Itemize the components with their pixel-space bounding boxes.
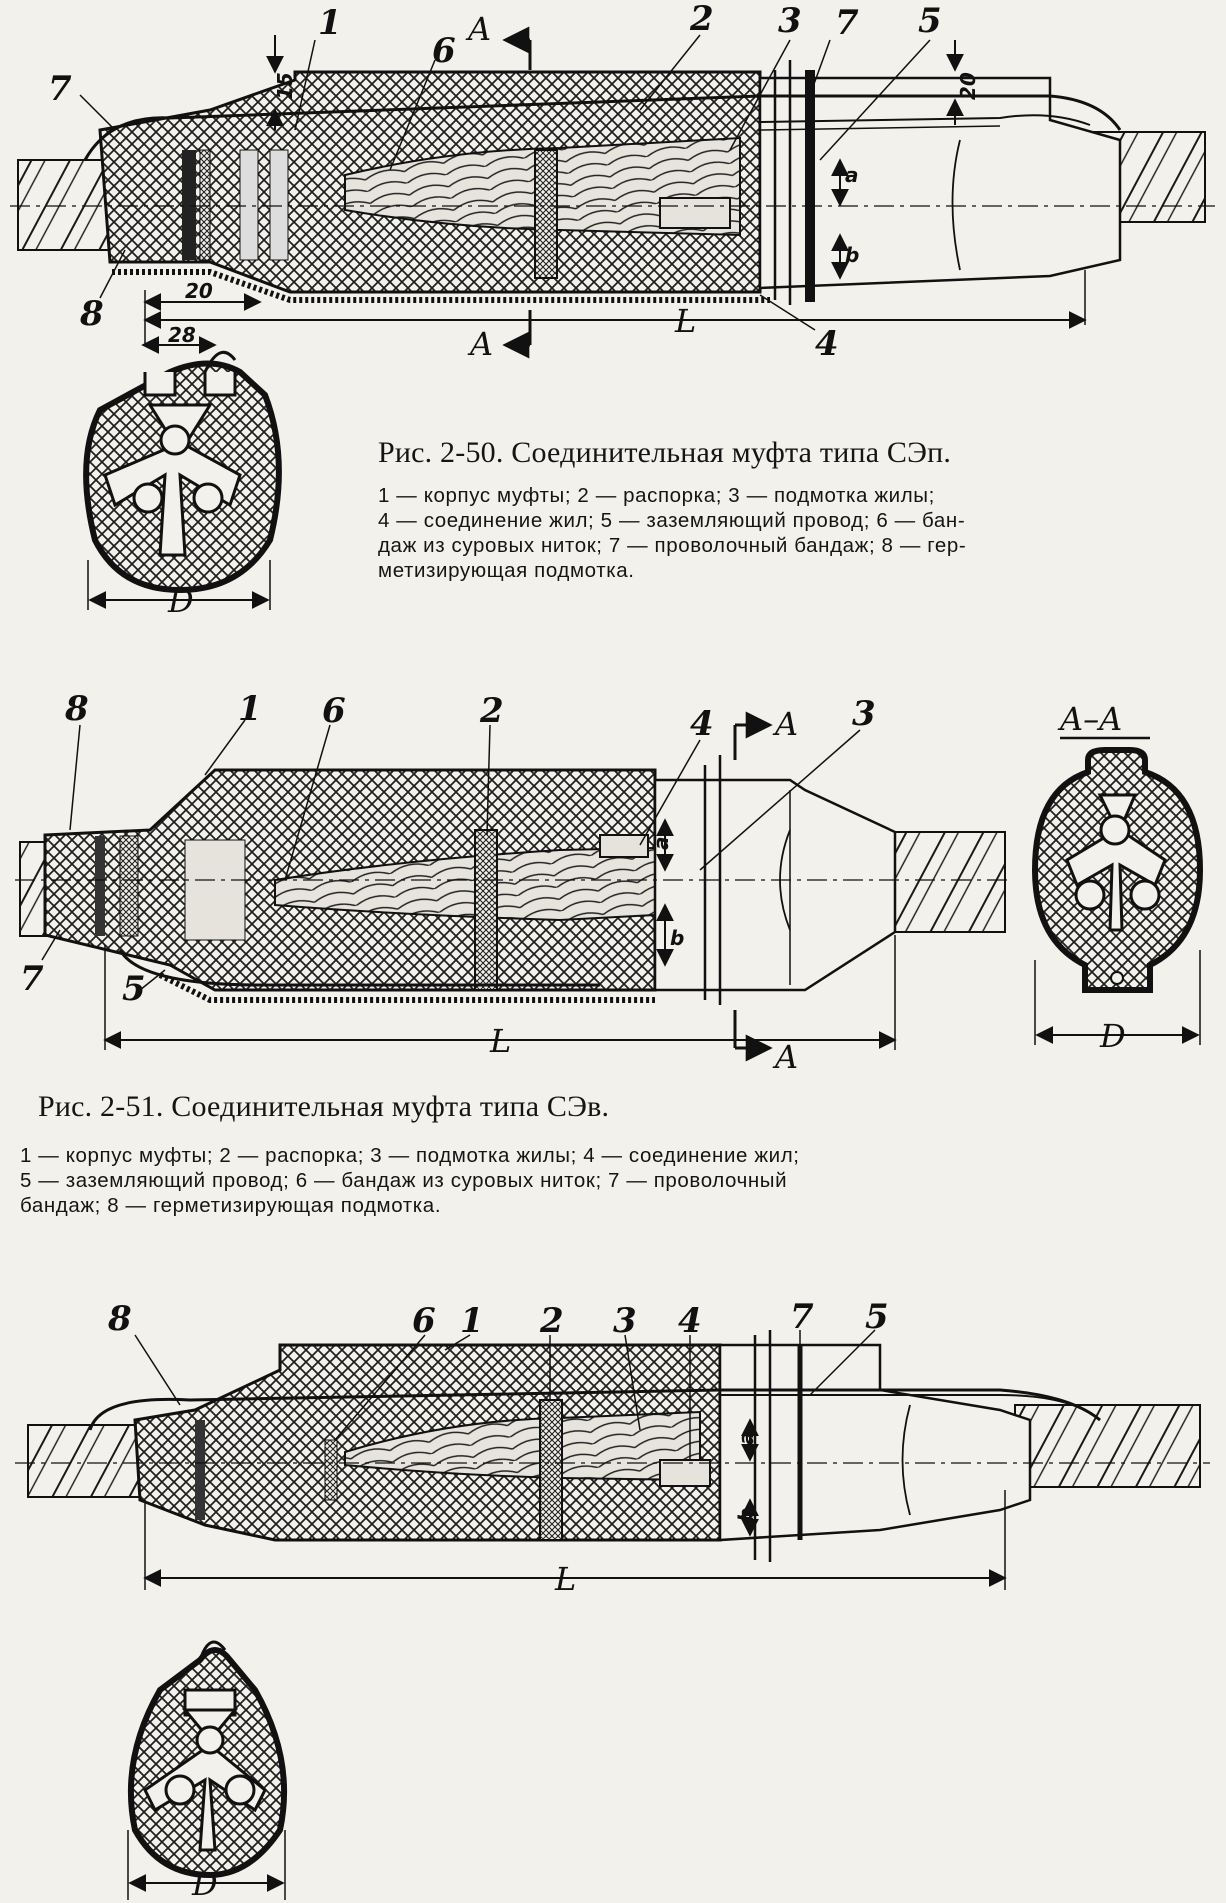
section-view-title: A–A [1057, 700, 1122, 738]
dim-L: L [489, 1022, 511, 1060]
dim-a: a [734, 1432, 758, 1446]
callout-2: 2 [539, 1301, 564, 1341]
fig-2-50-cross-section: D [83, 350, 282, 620]
dim-D: D [167, 582, 194, 620]
legend-line: 1 — корпус муфты; 2 — распорка; 3 — подм… [378, 484, 935, 507]
dim-b: b [734, 1508, 758, 1522]
fig-3-drawing [15, 1329, 1210, 1590]
dim-L: L [674, 302, 696, 340]
fig-2-51-section-view: A–A D [1031, 700, 1204, 1055]
callout-8: 8 [79, 294, 104, 334]
dim-a: a [649, 837, 673, 851]
section-mark-bottom: A [467, 325, 493, 363]
dim-b: b [845, 243, 859, 267]
callout-6: 6 [432, 31, 456, 71]
fig-2-51-callouts: 8 1 6 2 4 3 7 5 A A a b L [20, 689, 876, 1076]
dim-15: 15 [273, 72, 297, 100]
callout-5: 5 [865, 1297, 889, 1337]
dim-a: a [845, 163, 859, 187]
callout-8: 8 [64, 689, 89, 729]
section-mark-top: A [772, 705, 798, 743]
callout-7-top: 7 [835, 3, 859, 43]
callout-4: 4 [690, 704, 714, 744]
dim-D: D [191, 1865, 218, 1903]
dim-b: b [670, 926, 684, 950]
legend-line: бандаж; 8 — герметизирующая подмотка. [20, 1194, 442, 1217]
legend-line: 5 — заземляющий провод; 6 — бандаж из су… [20, 1169, 788, 1192]
callout-2: 2 [479, 691, 504, 731]
callout-7: 7 [20, 959, 44, 999]
fig-3-callouts: 8 6 1 2 3 4 7 5 a b L [107, 1297, 889, 1598]
dim-20-right: 20 [956, 72, 980, 100]
callout-6: 6 [412, 1301, 436, 1341]
callout-8: 8 [107, 1299, 132, 1339]
fig-2-51-caption-title: Рис. 2-51. Соединительная муфта типа СЭв… [38, 1090, 610, 1123]
legend-line: даж из суровых ниток; 7 — проволочный ба… [378, 534, 967, 557]
callout-5: 5 [918, 1, 942, 41]
fig-2-50-callouts: 1 2 3 7 5 6 7 8 4 A A 15 20 a b 20 L 28 [48, 0, 980, 364]
dim-D: D [1099, 1017, 1126, 1055]
callout-6: 6 [322, 691, 346, 731]
callout-3: 3 [613, 1301, 637, 1341]
fig-2-50-drawing [10, 26, 1215, 359]
fig-2-50-legend: 1 — корпус муфты; 2 — распорка; 3 — подм… [378, 483, 1178, 583]
callout-5: 5 [122, 969, 146, 1009]
callout-7: 7 [790, 1297, 814, 1337]
fig-3-cross-section: D [127, 1640, 288, 1903]
legend-line: 1 — корпус муфты; 2 — распорка; 3 — подм… [20, 1144, 800, 1167]
callout-1: 1 [238, 689, 262, 729]
fig-2-51-legend: 1 — корпус муфты; 2 — распорка; 3 — подм… [20, 1143, 1175, 1218]
callout-2: 2 [689, 0, 714, 39]
legend-line: 4 — соединение жил; 5 — заземляющий пров… [378, 509, 966, 532]
dim-20-left: 20 [185, 279, 213, 303]
callout-3: 3 [778, 1, 802, 41]
callout-1: 1 [318, 3, 342, 43]
legend-line: метизирующая подмотка. [378, 559, 635, 582]
callout-3: 3 [852, 694, 876, 734]
section-mark-bottom: A [772, 1038, 798, 1076]
section-mark-top: A [465, 10, 491, 48]
callout-7-left: 7 [48, 69, 72, 109]
dim-28: 28 [168, 323, 196, 347]
fig-2-50-caption-title: Рис. 2-50. Соединительная муфта типа СЭп… [378, 436, 952, 469]
callout-4: 4 [815, 324, 839, 364]
callout-4: 4 [678, 1301, 702, 1341]
callout-1: 1 [460, 1301, 484, 1341]
fig-2-51-drawing [15, 711, 1010, 1062]
dim-L: L [554, 1560, 576, 1598]
